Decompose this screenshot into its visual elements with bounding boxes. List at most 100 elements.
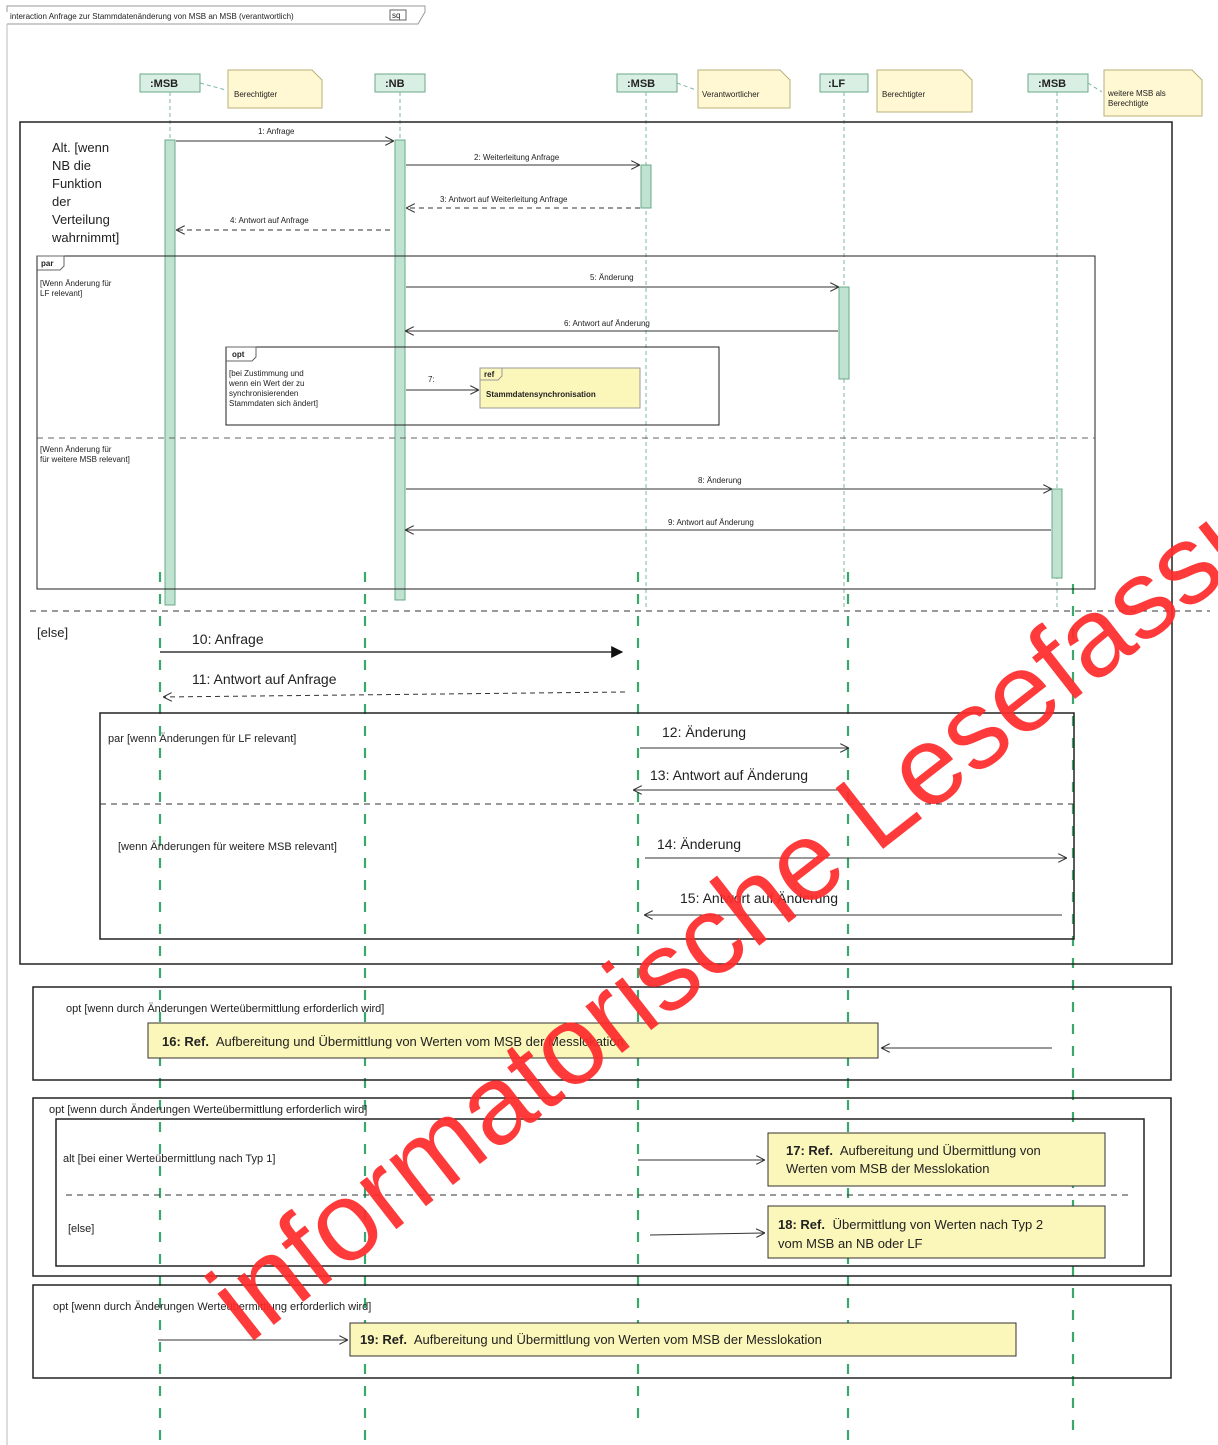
- ref-19-num: 19: Ref.: [360, 1332, 407, 1347]
- lifeline-note-msb3: weitere MSB als Berechtigte: [1103, 69, 1203, 117]
- par-guard2-line1: [Wenn Änderung für: [40, 445, 112, 454]
- message-14-label: 14: Änderung: [657, 836, 741, 852]
- message-7-label: 7:: [428, 375, 435, 384]
- activation-msb2: [640, 164, 652, 209]
- lifeline-head-nb[interactable]: :NB: [374, 73, 426, 93]
- ref-17-line1: Aufbereitung und Übermittlung von: [840, 1143, 1041, 1158]
- lifeline-label: :NB: [385, 78, 405, 90]
- note-connector: [676, 82, 697, 91]
- lifeline-head-lf[interactable]: :LF: [819, 73, 869, 93]
- par-guard1-line2: LF relevant]: [40, 289, 82, 298]
- opt2-guard: opt [wenn durch Änderungen Werteübermitt…: [49, 1104, 367, 1116]
- message-11-label: 11: Antwort auf Anfrage: [192, 671, 337, 687]
- opt-guard-line4: Stammdaten sich ändert]: [229, 399, 318, 408]
- lifeline-note-msb2: Verantwortlicher: [697, 69, 791, 109]
- message-10-label: 10: Anfrage: [192, 631, 264, 647]
- ref-tag: ref: [484, 370, 495, 379]
- note-label: Berechtigter: [882, 90, 925, 99]
- par-lower-guard1: par [wenn Änderungen für LF relevant]: [108, 733, 296, 745]
- par-frame-lower: [99, 712, 1075, 940]
- opt-frame-tag: opt: [232, 350, 245, 359]
- ref-17-line2: Werten vom MSB der Messlokation: [786, 1161, 990, 1176]
- alt-guard-line3: Funktion: [52, 176, 102, 191]
- ref-18[interactable]: 18: Ref. Übermittlung von Werten nach Ty…: [767, 1205, 1106, 1259]
- ref-16-num: 16: Ref.: [162, 1034, 209, 1049]
- ref-18-line1: Übermittlung von Werten nach Typ 2: [833, 1217, 1044, 1232]
- note-label-1: weitere MSB als: [1107, 89, 1166, 98]
- opt-guard-line3: synchronisierenden: [229, 389, 298, 398]
- ref-19-text: 19: Ref. Aufbereitung und Übermittlung v…: [360, 1332, 822, 1347]
- alt-guard-line1: Alt. [wenn: [52, 140, 109, 155]
- opt-frame-1: [32, 986, 1172, 1081]
- message-9-label: 9: Antwort auf Änderung: [668, 518, 754, 527]
- diagram-tag: sq: [392, 11, 400, 20]
- diagram-title: interaction Anfrage zur Stammdatenänderu…: [10, 12, 294, 21]
- message-8-label: 8: Änderung: [698, 476, 742, 485]
- lifeline-note-lf: Berechtigter: [876, 69, 973, 113]
- note-connector: [199, 82, 227, 91]
- message-4-label: 4: Antwort auf Anfrage: [230, 216, 309, 225]
- par-frame-tag-box: [37, 255, 65, 271]
- note-label-2: Berechtigte: [1108, 99, 1149, 108]
- alt-else-label: [else]: [37, 625, 68, 640]
- par-frame-upper: [36, 255, 1096, 590]
- ref-stammdatensynchronisation[interactable]: ref Stammdatensynchronisation: [479, 367, 641, 409]
- message-15-label: 15: Antwort auf Änderung: [680, 890, 838, 906]
- alt-guard-line4: der: [52, 194, 71, 209]
- message-5-label: 5: Änderung: [590, 273, 634, 282]
- par-frame-tag: par: [41, 259, 53, 268]
- opt-frame-upper: [225, 346, 720, 426]
- ref-19[interactable]: 19: Ref. Aufbereitung und Übermittlung v…: [349, 1322, 1017, 1357]
- opt-frame-3: [32, 1284, 1172, 1379]
- lifeline-label: :LF: [828, 78, 845, 90]
- message-3-label: 3: Antwort auf Weiterleitung Anfrage: [440, 195, 568, 204]
- message-2-label: 2: Weiterleitung Anfrage: [474, 153, 560, 162]
- message-6-label: 6: Antwort auf Änderung: [564, 319, 650, 328]
- lifeline-label: :MSB: [1038, 78, 1066, 90]
- lifeline-note-msb1: Berechtigter: [227, 69, 323, 109]
- diagram-header: interaction Anfrage zur Stammdatenänderu…: [6, 5, 426, 25]
- ref-17-line1-text: 17: Ref. Aufbereitung und Übermittlung v…: [786, 1143, 1041, 1158]
- opt-guard-line1: [bei Zustimmung und: [229, 369, 304, 378]
- lifeline-head-msb3[interactable]: :MSB: [1027, 73, 1089, 93]
- opt1-guard: opt [wenn durch Änderungen Werteübermitt…: [66, 1003, 384, 1015]
- alt-guard-line6: wahrnimmt]: [51, 230, 119, 245]
- opt-frame-2: [32, 1097, 1172, 1277]
- ref-18-line1-text: 18: Ref. Übermittlung von Werten nach Ty…: [778, 1217, 1043, 1232]
- ref-18-num: 18: Ref.: [778, 1217, 825, 1232]
- ref-16-label: Aufbereitung und Übermittlung von Werten…: [216, 1034, 624, 1049]
- message-1-label: 1: Anfrage: [258, 127, 295, 136]
- opt3-guard: opt [wenn durch Änderungen Werteübermitt…: [53, 1301, 371, 1313]
- lifeline-label: :MSB: [627, 78, 655, 90]
- par-lower-guard2: [wenn Änderungen für weitere MSB relevan…: [118, 841, 337, 853]
- note-label: Berechtigter: [234, 90, 277, 99]
- activation-lf: [838, 286, 850, 380]
- alt-guard-line2: NB die: [52, 158, 91, 173]
- ref-16-text: 16: Ref. Aufbereitung und Übermittlung v…: [162, 1034, 624, 1049]
- lifeline-label: :MSB: [150, 78, 178, 90]
- ref-18-line2: vom MSB an NB oder LF: [778, 1236, 923, 1251]
- alt-guard-line5: Verteilung: [52, 212, 110, 227]
- ref-17-num: 17: Ref.: [786, 1143, 833, 1158]
- ref-17[interactable]: 17: Ref. Aufbereitung und Übermittlung v…: [767, 1132, 1106, 1187]
- note-connector: [1087, 82, 1103, 93]
- lifeline-head-msb1[interactable]: :MSB: [139, 73, 201, 93]
- ref-16[interactable]: 16: Ref. Aufbereitung und Übermittlung v…: [147, 1022, 879, 1059]
- opt2-else: [else]: [68, 1223, 94, 1235]
- activation-msb3: [1051, 488, 1063, 579]
- message-12-label: 12: Änderung: [662, 724, 746, 740]
- activation-msb1: [164, 139, 176, 606]
- ref-19-label: Aufbereitung und Übermittlung von Werten…: [414, 1332, 822, 1347]
- par-guard2-line2: für weitere MSB relevant]: [40, 455, 130, 464]
- activation-nb: [394, 139, 406, 601]
- message-18: [649, 1233, 764, 1235]
- lifeline-head-msb2[interactable]: :MSB: [616, 73, 678, 93]
- opt-guard-line2: wenn ein Wert der zu: [228, 379, 304, 388]
- ref-label: Stammdatensynchronisation: [486, 390, 596, 399]
- par-guard1-line1: [Wenn Änderung für: [40, 279, 112, 288]
- message-11: [164, 691, 626, 697]
- alt-frame-inner: [55, 1118, 1145, 1267]
- note-label: Verantwortlicher: [702, 90, 760, 99]
- message-13-label: 13: Antwort auf Änderung: [650, 767, 808, 783]
